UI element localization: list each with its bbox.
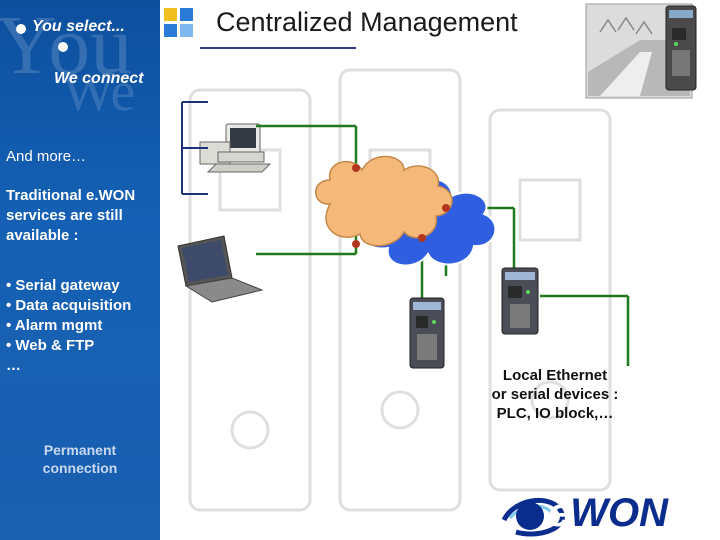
title-grid-icon: [164, 8, 193, 37]
brand-dot-icon: [16, 24, 26, 34]
brand-ghost-we: We: [62, 61, 136, 123]
brand-tagline-connect: We connect: [54, 70, 144, 87]
sidebar-intro-line: available :: [6, 227, 79, 244]
network-node: [442, 204, 450, 212]
sidebar: You We You select... We connect And more…: [0, 0, 160, 540]
permanent-connection-label: Permanent connection: [0, 441, 160, 477]
brand-tagline-select: You select...: [32, 18, 125, 35]
network-node: [352, 240, 360, 248]
sidebar-bullet-item: • Web & FTP: [6, 337, 95, 354]
desktop-computer-icon: [199, 123, 272, 173]
permanent-line: connection: [42, 460, 118, 476]
title-underline: [200, 47, 356, 49]
local-devices-caption: Local Ethernet or serial devices : PLC, …: [460, 366, 650, 423]
network-nodes: [352, 164, 450, 248]
logo-wordmark: WON: [570, 491, 669, 535]
logo-letter-e: e: [548, 491, 571, 535]
sidebar-intro-line: Traditional e.WON: [6, 187, 136, 204]
ewon-logo: eWON: [548, 490, 668, 536]
laptop-computer-icon: [177, 235, 264, 303]
sidebar-bullet-item: • Data acquisition: [6, 297, 132, 314]
sidebar-bullet-item: …: [6, 357, 21, 374]
page-title: Centralized Management: [216, 7, 518, 37]
sidebar-bullet-item: • Alarm mgmt: [6, 317, 103, 334]
lan-bus: [181, 101, 208, 195]
ewon-logo-swoosh: [501, 498, 565, 537]
internet-cloud: [315, 155, 453, 247]
sidebar-intro-line: services are still: [6, 207, 123, 224]
background-watermark: [188, 68, 612, 512]
sidebar-bullet-list: • Serial gateway • Data acquisition • Al…: [6, 276, 131, 376]
sidebar-heading: And more…: [6, 148, 87, 165]
ewon-gateway-icon: [501, 267, 539, 335]
network-node: [418, 234, 426, 242]
device-photo: [585, 3, 697, 99]
caption-line: or serial devices :: [491, 386, 619, 403]
ewon-gateway-icon: [409, 297, 445, 369]
permanent-line: Permanent: [43, 442, 117, 458]
network-node: [352, 164, 360, 172]
caption-line: Local Ethernet: [502, 367, 608, 384]
brand-dot-icon: [58, 42, 68, 52]
caption-line: PLC, IO block,…: [496, 405, 614, 422]
sidebar-bullet-item: • Serial gateway: [6, 277, 120, 294]
sidebar-intro: Traditional e.WON services are still ava…: [6, 186, 160, 246]
